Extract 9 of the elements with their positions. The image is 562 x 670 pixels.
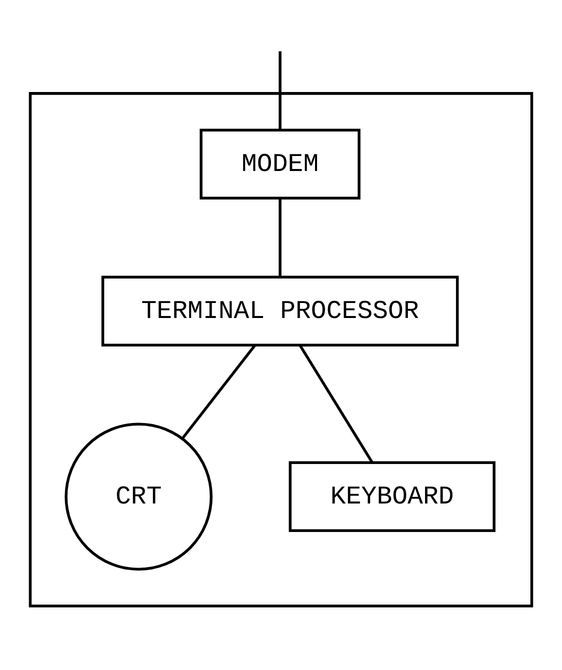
connector xyxy=(298,344,374,464)
connector xyxy=(181,344,256,440)
node-box: TERMINAL PROCESSOR xyxy=(101,276,459,346)
cluster xyxy=(28,92,534,608)
node-box: MODEM xyxy=(200,128,360,200)
connector xyxy=(278,198,282,277)
node-circle: CRT xyxy=(64,422,213,571)
node-box: KEYBOARD xyxy=(288,461,496,532)
connector xyxy=(278,51,282,130)
